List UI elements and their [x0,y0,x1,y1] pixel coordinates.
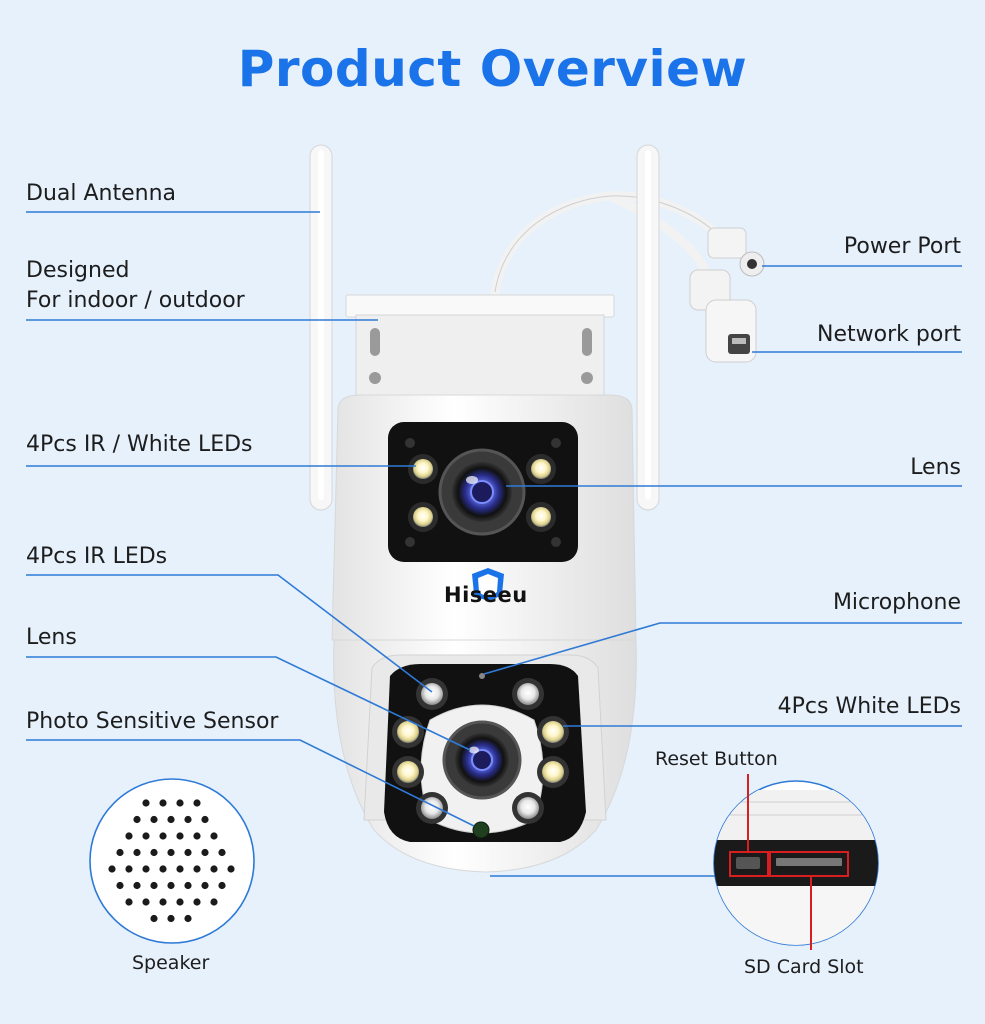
speaker-hole [201,815,209,824]
speaker-hole [176,799,184,807]
label-ir-leds: 4Pcs IR LEDs [26,544,168,569]
page-title: Product Overview [237,40,748,98]
speaker-hole [184,881,192,890]
speaker-hole [218,881,226,890]
speaker-hole [201,881,209,890]
label-designed-line1: Designed [26,258,130,283]
speaker-hole [150,815,158,824]
speaker-hole [159,898,167,906]
label-photo-sensor: Photo Sensitive Sensor [26,709,279,734]
upper-lens [438,448,526,536]
speaker-hole [193,898,201,906]
speaker-hole [108,865,116,873]
lower-lens [442,720,522,800]
network-connector [689,269,757,363]
speaker-hole [193,865,201,873]
speaker-hole [193,799,201,807]
lower-white-led [512,678,569,824]
mounting-bracket [345,294,615,398]
speaker-hole [150,881,158,890]
speaker-hole [159,865,167,873]
speaker-hole [125,832,133,840]
label-lens-right: Lens [910,455,961,480]
power-connector [707,227,765,277]
sd-detail [713,774,879,950]
speaker-hole [142,898,150,906]
cable-outline [494,195,716,293]
speaker-hole [150,848,158,857]
brand-logo [472,568,504,600]
speaker-hole [133,881,141,890]
speaker-hole [125,865,133,873]
speaker-hole [184,815,192,824]
label-lens-left: Lens [26,625,77,650]
label-power-port: Power Port [843,234,961,259]
label-microphone: Microphone [832,590,961,615]
speaker-hole [167,914,175,923]
speaker-hole [218,848,226,857]
speaker-hole [184,914,192,923]
speaker-hole [142,799,150,807]
label-white-leds: 4Pcs White LEDs [777,694,961,719]
speaker-hole [176,865,184,873]
microphone-hole [479,673,485,679]
speaker-hole [176,832,184,840]
speaker-hole [210,832,218,840]
label-designed-line2: For indoor / outdoor [26,288,245,313]
speaker-hole [125,898,133,906]
brand-name: Hiseeu [444,583,528,607]
antenna-left [309,144,333,511]
speaker-hole [142,832,150,840]
label-network-port: Network port [817,322,961,347]
speaker-hole [167,848,175,857]
photo-sensor [472,821,490,839]
speaker-hole [167,881,175,890]
speaker-hole [176,898,184,906]
speaker-hole [210,865,218,873]
speaker-hole [159,799,167,807]
speaker-hole [201,848,209,857]
speaker-hole [133,815,141,824]
speaker-hole [210,898,218,906]
label-speaker: Speaker [132,952,210,974]
leader-lines [26,211,962,877]
speaker-detail [89,778,255,944]
speaker-hole [133,848,141,857]
speaker-hole [150,914,158,923]
upper-led [408,454,556,532]
speaker-hole [159,832,167,840]
speaker-hole [142,865,150,873]
antenna-right [636,144,660,511]
speaker-hole [116,848,124,857]
speaker-hole [167,815,175,824]
speaker-hole [227,865,235,873]
label-reset-button: Reset Button [655,748,778,770]
label-sd-card-slot: SD Card Slot [744,956,864,978]
speaker-hole [184,848,192,857]
label-dual-antenna: Dual Antenna [26,181,176,206]
speaker-hole [193,832,201,840]
speaker-hole [116,881,124,890]
sd-slot-highlight [769,851,849,877]
label-ir-white-leds: 4Pcs IR / White LEDs [26,432,253,457]
